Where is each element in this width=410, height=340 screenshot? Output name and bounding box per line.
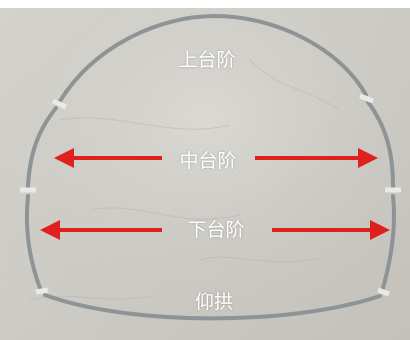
frame-segment-upper-right bbox=[213, 14, 368, 97]
steel-frame bbox=[24, 14, 396, 321]
top-white-edge bbox=[0, 0, 410, 8]
label-upper-bench: 上台阶 bbox=[178, 49, 236, 71]
frame-segment-lower-left bbox=[24, 194, 42, 290]
frame-segment-invert bbox=[43, 293, 382, 321]
frame-segment-middle-left bbox=[26, 106, 58, 188]
label-lower-bench: 下台阶 bbox=[187, 219, 245, 241]
bench-arrows bbox=[40, 148, 390, 240]
frame-segment-lower-right bbox=[381, 194, 396, 290]
frame-joints bbox=[20, 93, 401, 297]
label-middle-bench: 中台阶 bbox=[179, 150, 237, 172]
label-invert: 仰拱 bbox=[194, 291, 234, 313]
floor-texture bbox=[29, 59, 341, 301]
frame-segment-upper-left bbox=[58, 14, 217, 103]
frame-segment-middle-right bbox=[366, 100, 395, 188]
